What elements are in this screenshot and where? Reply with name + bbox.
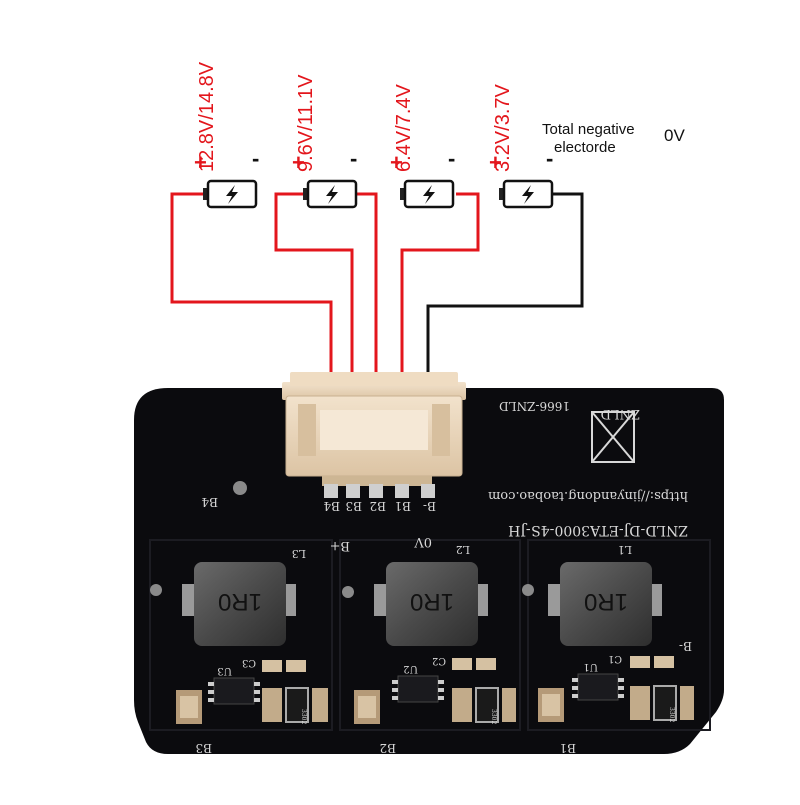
resistor-marking-3: 3302: [300, 709, 307, 724]
battery-cell-1-icon: [497, 179, 554, 209]
total-negative-line2: electorde: [554, 139, 616, 156]
balance-ref-b2: B2: [380, 741, 396, 755]
minus-sign-cell1: -: [546, 146, 553, 171]
voltage-label-cell1: 3.2V/3.7V: [492, 83, 514, 172]
wires: [170, 192, 584, 489]
small-components: U3 C3 3302 B3 U2 C2 3302 B2 U1 C1 3302 B…: [176, 653, 694, 755]
wire-bminus: [426, 192, 584, 489]
inductor-marking-l2: 1R0: [410, 588, 454, 615]
minus-sign-cell3: -: [350, 146, 357, 171]
total-negative-line1: Total negative: [542, 121, 635, 138]
battery-cell-3-icon: [301, 179, 358, 209]
balance-ref-b1: B1: [560, 741, 576, 755]
pin-label-b4: B4: [323, 499, 340, 513]
pin-label-b1: B1: [395, 499, 411, 513]
jst-connector: [282, 372, 466, 486]
cap-ref-c2: C2: [432, 655, 446, 666]
pcb-connector-code: 1666-ZNLD: [499, 399, 570, 413]
plus-sign-cell2: +: [390, 150, 403, 175]
voltage-label-cell3: 9.6V/11.1V: [295, 74, 317, 172]
resistor-marking-1: 3302: [668, 707, 675, 722]
voltage-label-cell2: 6.4V/7.4V: [393, 83, 415, 172]
pin-pads: [324, 484, 435, 498]
battery-cell-4-icon: [201, 179, 258, 209]
pcb-b4-side: B4: [201, 495, 218, 509]
zero-volt-label: 0V: [664, 126, 685, 145]
wire-b4: [170, 192, 333, 489]
voltage-label-cell4: 12.8V/14.8V: [196, 61, 218, 172]
pcb-model: ZNLD-DJ-ETA3000-4S-JH: [508, 522, 688, 538]
pcb-bminus-right: B-: [679, 639, 692, 653]
battery-cell-2-icon: [398, 179, 455, 209]
pcb-0v: 0V: [414, 534, 432, 549]
cap-ref-c3: C3: [242, 657, 256, 668]
pcb-brand: ZNLD: [601, 406, 640, 421]
inductor-marking-l1: 1R0: [584, 588, 628, 615]
pin-label-b3: B3: [346, 499, 362, 513]
minus-sign-cell4: -: [252, 146, 259, 171]
minus-sign-cell2: -: [448, 146, 455, 171]
pin-label-b2: B2: [370, 499, 386, 513]
pin-label-bminus: B-: [423, 499, 436, 513]
inductor-marking-l3: 1R0: [218, 588, 262, 615]
inductor-ref-l2: L2: [456, 543, 470, 556]
inductors: 1R0 1R0 1R0 L3 L2 L1: [182, 543, 662, 646]
pin-labels: B4 B3 B2 B1 B-: [323, 499, 436, 513]
chip-ref-u3: U3: [217, 665, 232, 676]
plus-sign-cell1: +: [489, 150, 502, 175]
chip-ref-u2: U2: [403, 663, 418, 674]
chip-ref-u1: U1: [583, 661, 598, 672]
wire-b1: [400, 192, 480, 489]
plus-sign-cell4: +: [194, 150, 207, 175]
pcb-bplus: B+: [330, 538, 350, 553]
wire-b3: [274, 192, 354, 489]
balance-ref-b3: B3: [196, 741, 212, 755]
cap-ref-c1: C1: [608, 653, 622, 664]
inductor-ref-l3: L3: [292, 547, 306, 560]
pcb-url: https://jinyandong.taobao.com: [488, 488, 688, 503]
voltage-labels: 12.8V/14.8V 9.6V/11.1V 6.4V/7.4V 3.2V/3.…: [194, 61, 685, 175]
inductor-ref-l1: L1: [618, 543, 632, 556]
resistor-marking-2: 3302: [490, 709, 497, 724]
plus-sign-cell3: +: [292, 150, 305, 175]
